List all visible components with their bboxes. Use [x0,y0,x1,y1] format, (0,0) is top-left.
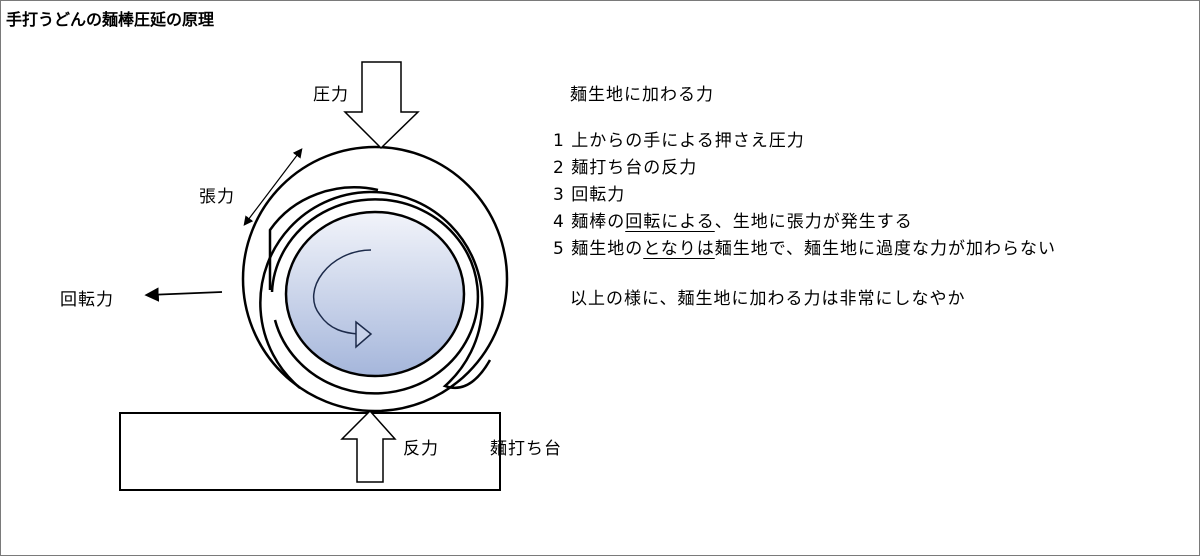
item-text: 麺打ち台の反力 [571,158,698,178]
list-item: 1 上からの手による押さえ圧力 [553,128,1056,155]
dough-layer-outer [241,145,509,413]
conclusion-text: 以上の様に、麺生地に加わる力は非常にしなやか [570,289,966,309]
dough-layer-middle [259,190,492,389]
forces-heading: 麺生地に加わる力 [570,85,714,105]
rolling-pin [284,210,466,378]
label-tension: 張力 [199,187,235,207]
item-number: 4 [553,212,565,232]
list-item: 5 麺生地のとなりは麺生地で、麺生地に過度な力が加わらない [553,236,1056,263]
item-text: 麺棒の [571,212,626,232]
label-pressure: 圧力 [313,85,349,105]
item-text: 、生地に張力が発生する [714,212,913,232]
label-table: 麺打ち台 [490,439,562,459]
diagram-title: 手打うどんの麺棒圧延の原理 [6,10,215,29]
item-text: 上からの手による押さえ圧力 [571,131,805,151]
item-number: 1 [553,131,565,151]
item-number: 2 [553,158,565,178]
rotation-arrowhead-icon [355,320,373,349]
list-item: 3 回転力 [553,182,1056,209]
item-text-underlined: となりは [643,239,715,259]
item-number: 5 [553,239,565,259]
item-text: 麺生地の [571,239,644,259]
item-text-underlined: 回転による [625,212,715,232]
noodle-table [119,412,501,491]
item-text: 麺生地で、麺生地に過度な力が加わらない [714,239,1057,259]
list-item: 2 麺打ち台の反力 [553,155,1056,182]
rotation-arrow-icon [313,249,372,335]
pressure-arrow-icon [343,61,420,150]
reaction-arrow-icon [340,409,397,483]
rotation-force-arrow-icon [144,287,223,302]
label-rotation-force: 回転力 [60,290,114,310]
item-text: 回転力 [571,185,626,205]
label-reaction: 反力 [403,439,439,459]
tension-arrow-icon [243,148,303,226]
item-number: 3 [553,185,565,205]
forces-list: 1 上からの手による押さえ圧力 2 麺打ち台の反力 3 回転力 4 麺棒の回転に… [553,128,1056,263]
list-item: 4 麺棒の回転による、生地に張力が発生する [553,209,1056,236]
